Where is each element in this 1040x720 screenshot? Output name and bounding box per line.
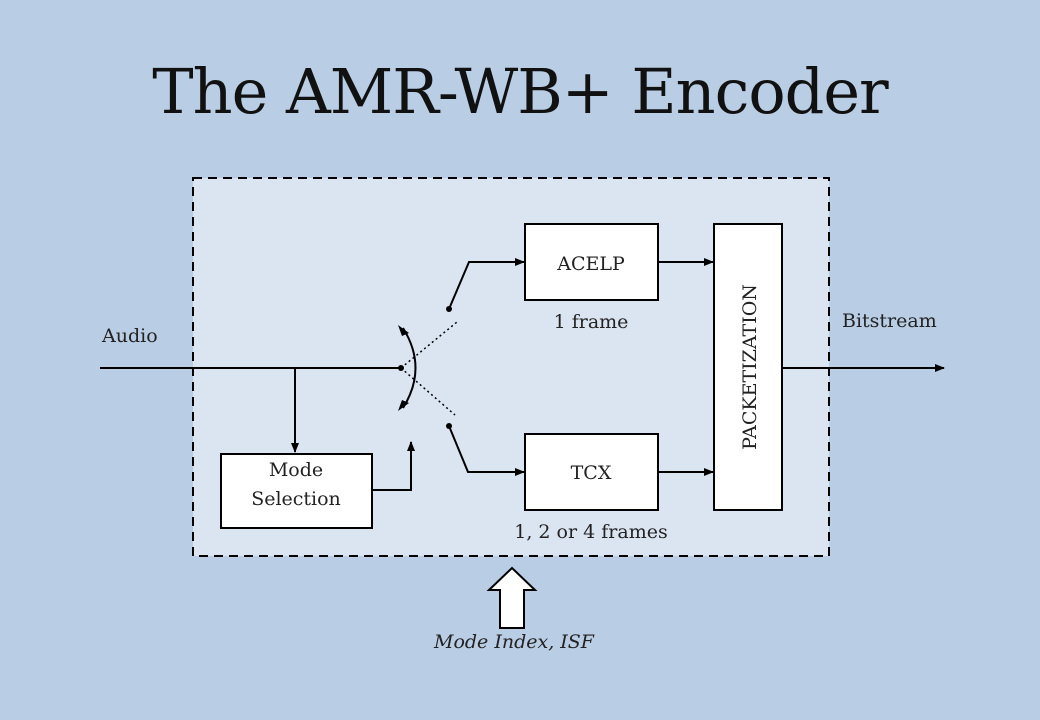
mode-index-label: Mode Index, ISF	[433, 631, 595, 653]
acelp-block	[524, 223, 659, 301]
mode-index-arrow	[486, 566, 538, 629]
tcx-frames-label: 1, 2 or 4 frames	[514, 521, 667, 543]
packetization-label: PACKETIZATION	[739, 284, 761, 450]
slide-title: The AMR-WB+ Encoder	[152, 55, 888, 128]
packetization-block	[713, 223, 783, 511]
switch-dotted-lower	[400, 367, 456, 416]
audio-label: Audio	[101, 325, 158, 347]
switch-arc-arrow-down	[398, 400, 409, 411]
bitstream-label: Bitstream	[842, 310, 937, 332]
acelp-label: ACELP	[556, 253, 625, 275]
mode-selection-label-line2: Selection	[251, 488, 341, 510]
switch-arc-arrow-up	[398, 325, 409, 336]
tcx-label: TCX	[571, 462, 612, 484]
mode-selection-label-line1: Mode	[269, 459, 323, 481]
switch-dotted-upper	[400, 321, 458, 369]
acelp-input-arrow	[448, 258, 525, 310]
mode-selection-block	[220, 453, 373, 529]
tcx-input-arrow	[448, 425, 525, 476]
acelp-frames-label: 1 frame	[554, 311, 629, 333]
switch-arc	[402, 327, 417, 409]
mode-control-arrow	[372, 441, 415, 491]
